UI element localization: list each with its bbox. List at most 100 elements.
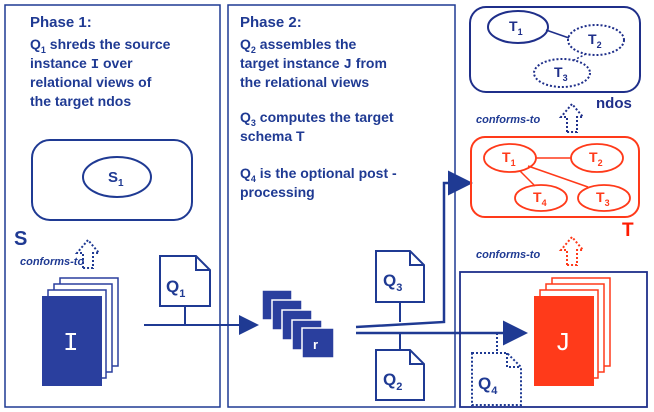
svg-text:Q3: Q3 [383,271,402,294]
phase2-q3-sub: 3 [251,118,256,128]
target-t1-sub: 1 [511,158,516,168]
target-t2-sub: 2 [598,158,603,168]
conforms-arrow-target [558,235,586,266]
ndos-box [469,6,641,93]
svg-text:T3: T3 [554,64,568,83]
conforms-label-ndos: conforms-to [476,114,540,126]
svg-text:T2: T2 [588,31,602,50]
conforms-arrow-source [74,238,102,269]
ndos-t2-sub: 2 [597,40,602,50]
svg-text:the relational views: the relational views [240,74,369,90]
q2-sub: 2 [396,381,402,393]
source-document-I [42,296,102,386]
svg-text:processing: processing [240,184,315,200]
phase1-line3: relational views of [30,74,152,90]
phase1-q-letter: Q [30,36,41,52]
q2-letter: Q [383,370,396,389]
svg-text:the target ndos: the target ndos [30,93,131,109]
conforms-arrow-ndos [558,102,586,133]
svg-text:S1: S1 [108,169,124,189]
phase1-line2-post: over [99,55,133,71]
q3-letter: Q [383,271,396,290]
svg-text:r: r [313,337,318,352]
q1-doc-icon [159,255,211,307]
svg-text:T4: T4 [533,189,547,208]
target-schema-box [470,136,640,218]
conforms-label-target: conforms-to [476,249,540,261]
target-node-4 [514,184,568,212]
phase1-panel [4,4,221,408]
ndos-label: ndos [596,95,632,112]
target-t1-letter: T [502,149,511,165]
phase2-q4-rest: is the optional post - [256,165,397,181]
svg-text:instance I over: instance I over [30,55,133,73]
phase1-line4: the target ndos [30,93,131,109]
ndos-node-3 [533,58,591,88]
ndos-t1-letter: T [509,18,518,34]
target-t2-letter: T [589,149,598,165]
svg-text:Phase 2:: Phase 2: [240,14,302,31]
phase2-line1-rest: assembles the [256,36,357,52]
source-schema-label: S [14,228,27,250]
phase2-q-sub: 2 [251,45,256,55]
relational-doc-label: r [313,337,318,352]
target-doc-label: J [555,328,571,358]
target-t3-letter: T [596,189,605,205]
phase2-q4-line2: processing [240,184,315,200]
phase2-q-letter: Q [240,36,251,52]
phase2-title: Phase 2: [240,14,302,31]
svg-text:conforms-to: conforms-to [20,256,84,268]
q4-letter: Q [478,374,491,393]
relational-view-doc [301,327,335,359]
ndos-t1-sub: 1 [518,27,523,37]
svg-text:T3: T3 [596,189,610,208]
target-schema-label: T [622,220,634,241]
phase2-q4-letter: Q [240,165,251,181]
svg-text:J: J [555,328,571,358]
svg-text:Q3 computes the target: Q3 computes the target [240,109,394,128]
svg-text:T1: T1 [509,18,523,37]
target-t4-letter: T [533,189,542,205]
svg-text:Q1 shreds the source: Q1 shreds the source [30,36,171,55]
source-schema-box [31,139,193,221]
source-doc-label: I [63,328,79,358]
ndos-node-2 [567,24,625,56]
svg-text:Q1: Q1 [166,277,185,300]
phase2-q3-letter: Q [240,109,251,125]
source-node-sub: 1 [118,178,124,189]
svg-text:target instance J from: target instance J from [240,55,387,73]
phase1-title: Phase 1: [30,14,92,31]
source-node-letter: S [108,169,118,186]
svg-text:I: I [63,328,79,358]
phase1-line1-rest: shreds the source [46,36,171,52]
ndos-t3-letter: T [554,64,563,80]
svg-text:conforms-to: conforms-to [476,114,540,126]
target-instance-panel [459,271,648,408]
ndos-t2-letter: T [588,31,597,47]
phase2-q3-rest: computes the target [256,109,394,125]
phase2-line2-J: J [343,57,351,73]
svg-text:Phase 1:: Phase 1: [30,14,92,31]
phase1-q-sub: 1 [41,45,46,55]
q3-doc-icon [375,250,425,303]
svg-text:schema T: schema T [240,128,305,144]
target-document-J [534,296,594,386]
q4-doc-icon [471,352,522,406]
phase2-q3-line2: schema T [240,128,305,144]
target-t3-sub: 3 [605,198,610,208]
source-schema-node [82,156,152,198]
phase1-line2-pre: instance [30,55,91,71]
svg-text:Q2: Q2 [383,370,402,393]
q4-sub: 4 [491,385,498,397]
ndos-node-1 [487,10,549,44]
svg-text:T: T [622,220,634,241]
phase2-line2-post: from [352,55,387,71]
svg-text:Q4 is the optional post -: Q4 is the optional post - [240,165,397,184]
target-t4-sub: 4 [542,198,547,208]
q1-letter: Q [166,277,179,296]
arrow-relational-to-target-schema [355,170,473,329]
q2-doc-icon [375,349,425,401]
target-node-3 [577,184,631,212]
phase2-line2-pre: target instance [240,55,343,71]
